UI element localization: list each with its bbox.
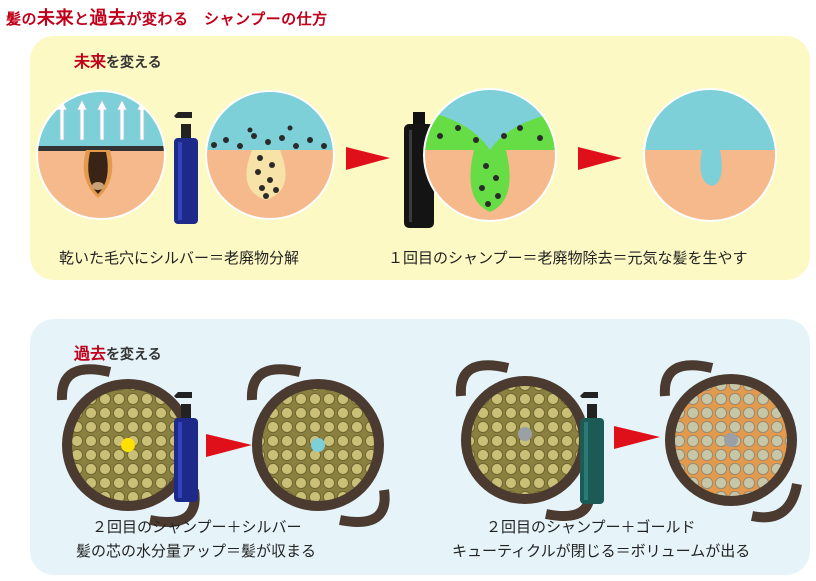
caption-second-shampoo-gold-line1: ２回目のシャンプー＋ゴールド <box>486 518 696 536</box>
clean-pore-diagram <box>643 88 777 222</box>
silver-spray-bottle-icon <box>174 112 198 224</box>
foam-pore-diagram <box>423 88 557 222</box>
caption-dry-pore-silver: 乾いた毛穴にシルバー＝老廃物分解 <box>59 249 300 267</box>
arrow-icon <box>578 147 622 170</box>
caption-second-shampoo-gold-line2: キューティクルが閉じる＝ボリュームが出る <box>452 542 751 560</box>
page-title: 髪の未来と過去が変わる シャンプーの仕方 <box>6 8 328 29</box>
arrow-icon <box>206 434 252 457</box>
caption-second-shampoo-silver-line2: 髪の芯の水分量アップ＝髪が収まる <box>76 542 317 560</box>
hair-cross-section-silver-before <box>56 364 200 527</box>
caption-second-shampoo-silver-line1: ２回目のシャンプー＋シルバー <box>92 518 302 536</box>
caption-first-shampoo: １回目のシャンプー＝老廃物除去＝元気な髪を生やす <box>388 249 748 267</box>
hair-cross-section-gold-after <box>659 360 802 523</box>
dry-pore-diagram <box>36 90 166 220</box>
past-section-title: 過去を変える <box>74 344 162 363</box>
gold-spray-bottle-icon <box>580 392 604 504</box>
silver-spray-bottle-icon <box>174 392 198 502</box>
hair-cross-section-silver-after <box>246 364 390 527</box>
arrow-icon <box>614 426 660 449</box>
future-section-title: 未来を変える <box>74 52 162 71</box>
hair-cross-section-gold-before <box>455 360 595 521</box>
waste-pore-diagram <box>205 90 335 220</box>
arrow-icon <box>346 147 390 170</box>
